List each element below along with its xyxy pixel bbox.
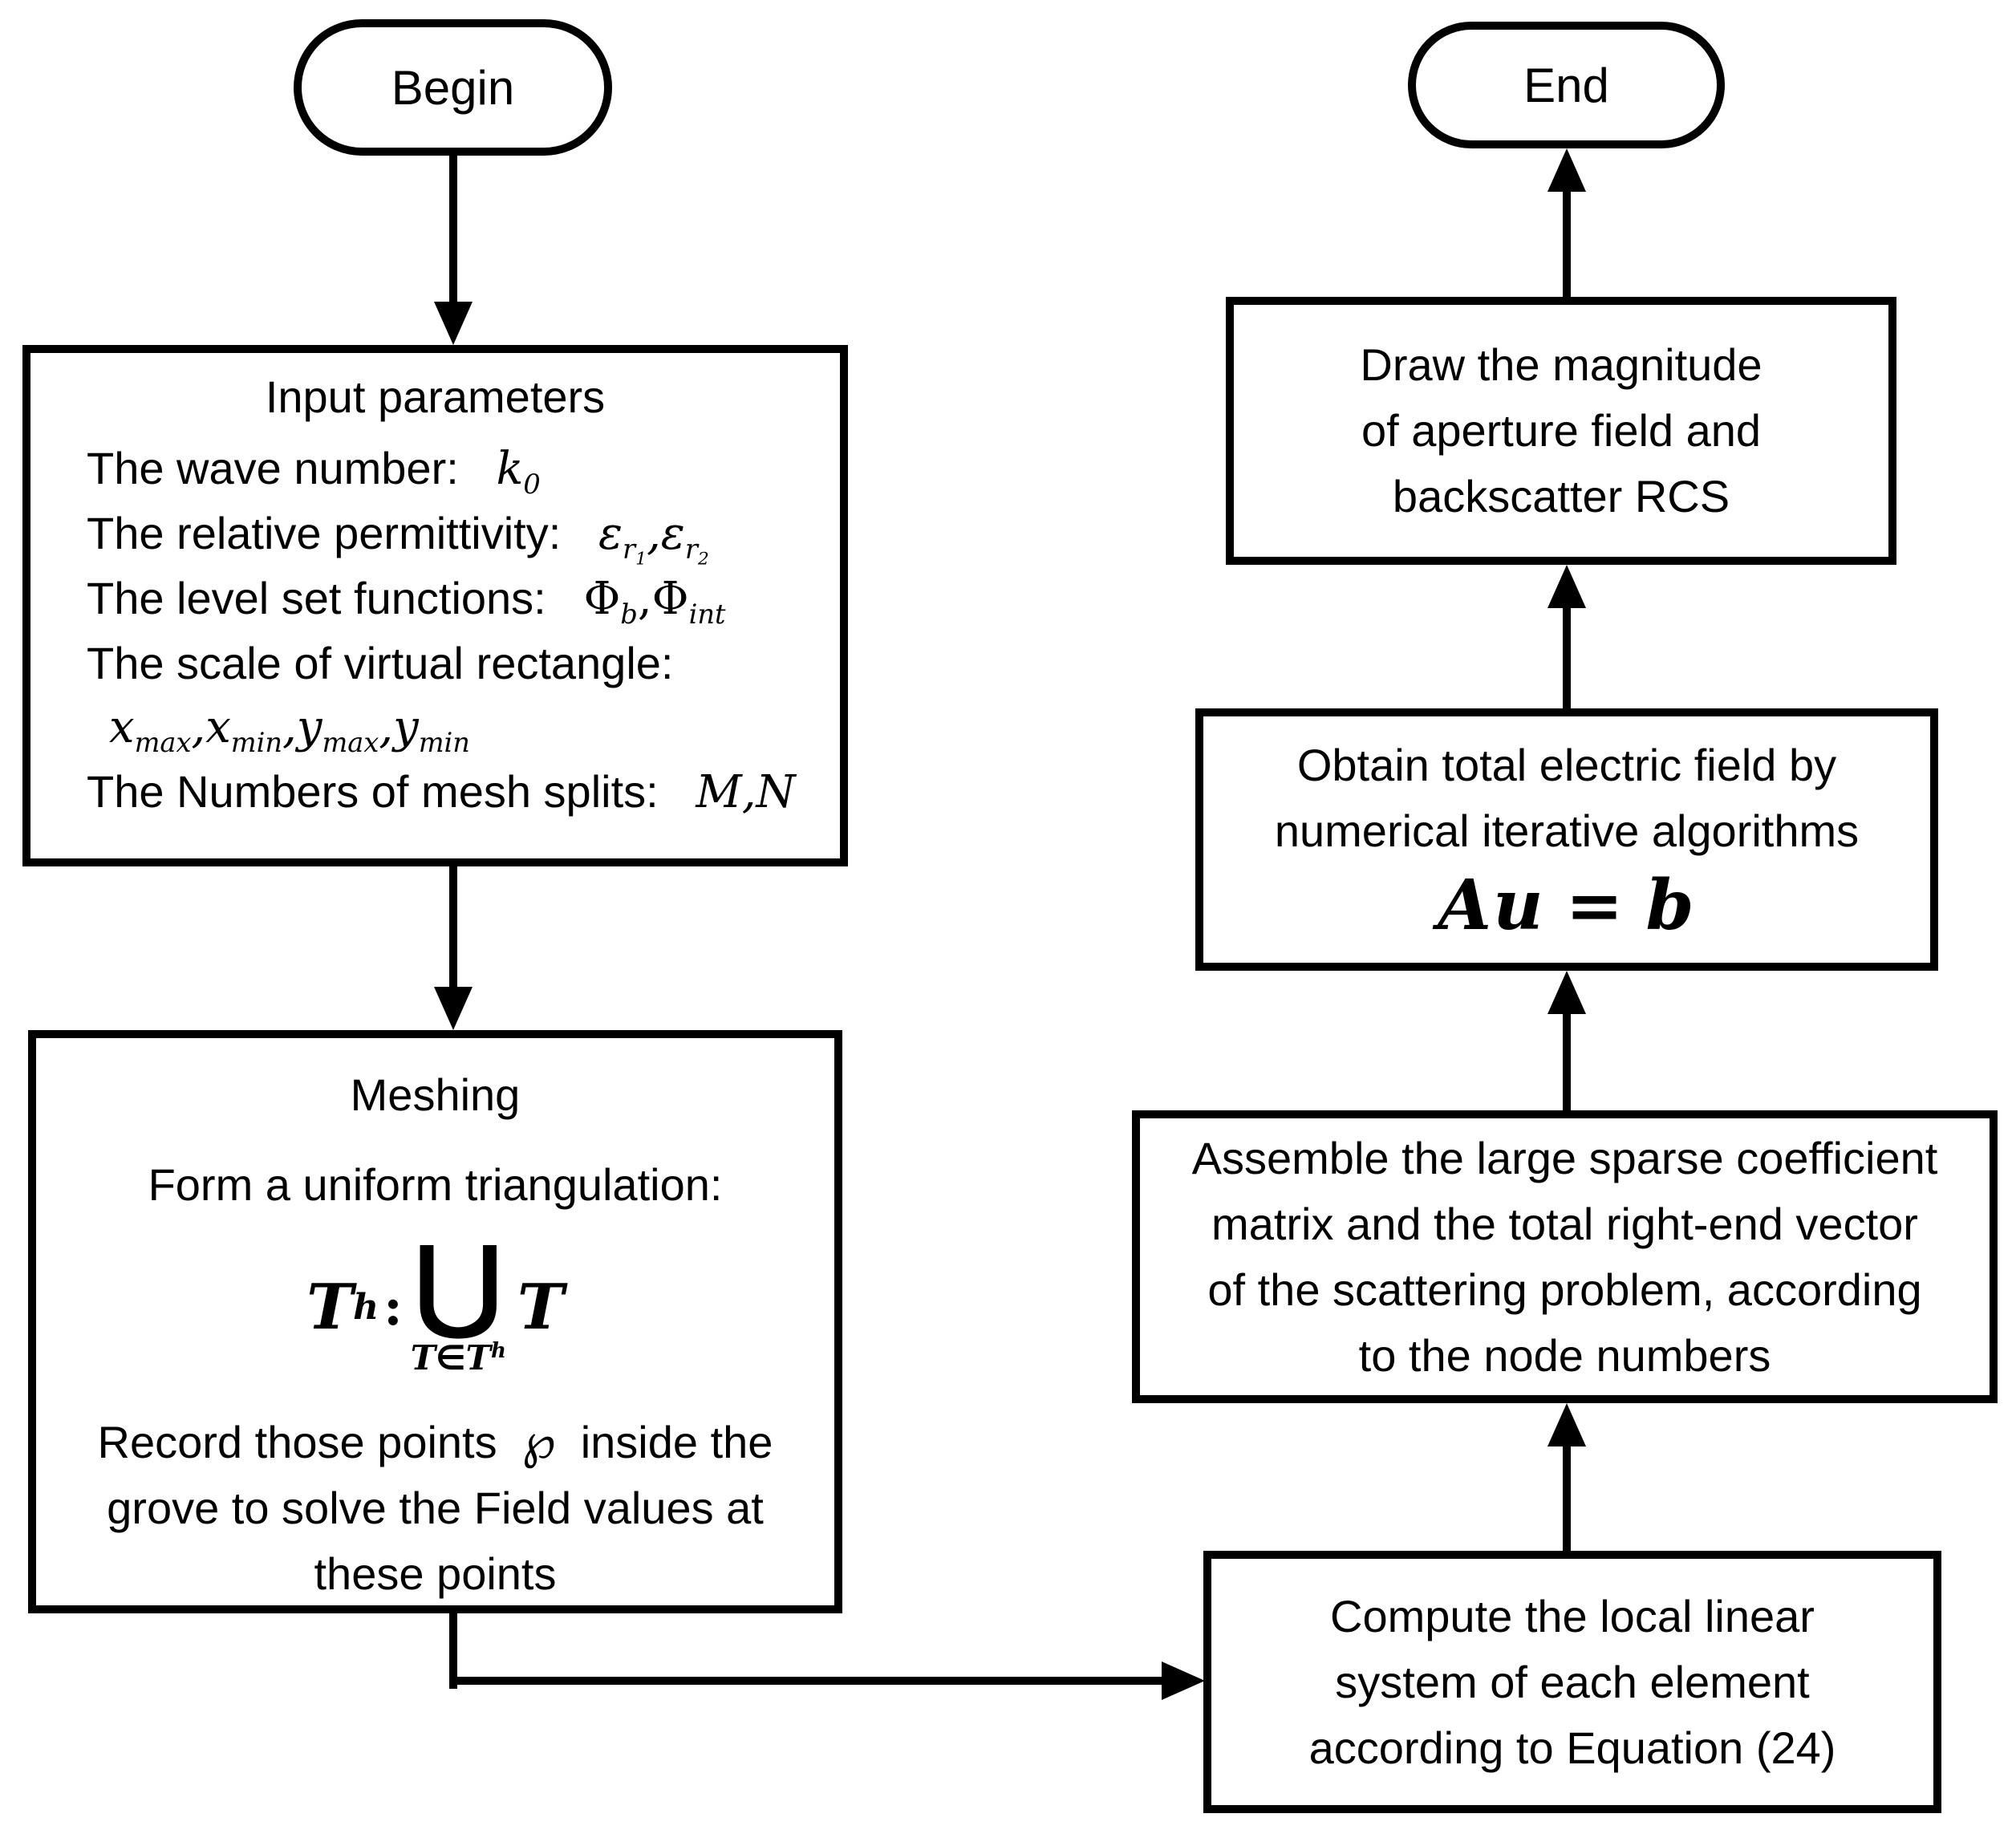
record-line-2: grove to solve the Field values at — [107, 1483, 764, 1533]
union-icon: ⋃ — [415, 1224, 502, 1344]
draw-line-1: Draw the magnitude — [1360, 339, 1762, 390]
record-line-3: these points — [314, 1548, 557, 1599]
record-points-text: Record those points ℘ inside the grove t… — [36, 1409, 834, 1607]
param-relative-permittivity: The relative permittivity: εr1,εr2 — [87, 508, 709, 570]
end-label: End — [1523, 58, 1609, 112]
compute-line-1: Compute the local linear — [1330, 1590, 1815, 1641]
arrowhead-down-icon — [434, 302, 473, 345]
arrowhead-up-icon — [1547, 148, 1586, 192]
draw-line-2: of aperture field and — [1361, 405, 1762, 456]
arrow-line — [449, 866, 457, 992]
union-subscript: T∈Th — [410, 1338, 506, 1377]
param-mesh-splits: The Numbers of mesh splits: M,N — [87, 766, 796, 818]
draw-box: Draw the magnitude of aperture field and… — [1226, 297, 1896, 565]
record-line-1: Record those points ℘ inside the — [97, 1414, 773, 1470]
input-parameters-box: Input parameters The wave number: k0 The… — [22, 345, 848, 866]
arrow-line — [1563, 1009, 1571, 1110]
symbol-m-n: M,N — [696, 766, 796, 818]
assemble-line-2: matrix and the total right-end vector — [1211, 1198, 1918, 1249]
script-p-symbol: ℘ — [521, 1414, 556, 1470]
arrowhead-up-icon — [1547, 971, 1586, 1014]
obtain-line-1: Obtain total electric field by — [1296, 739, 1837, 790]
obtain-box: Obtain total electric field by numerical… — [1195, 708, 1938, 971]
begin-label: Begin — [391, 60, 515, 115]
param-scale-of-rectangle: The scale of virtual rectangle: — [87, 638, 674, 688]
assemble-line-4: to the node numbers — [1358, 1329, 1771, 1381]
assemble-line-3: of the scattering problem, according — [1207, 1264, 1922, 1315]
assemble-line-1: Assemble the large sparse coefficient — [1191, 1132, 1938, 1183]
symbol-phi-b-int: Φb,Φint — [583, 573, 726, 631]
arrow-line — [449, 152, 457, 306]
meshing-title: Meshing — [350, 1069, 521, 1120]
compute-line-2: system of each element — [1335, 1656, 1810, 1707]
equation-au-b: Au = b — [1438, 864, 1696, 946]
arrowhead-up-icon — [1547, 1403, 1586, 1446]
param-wave-number: The wave number: k0 — [87, 443, 541, 501]
assemble-box: Assemble the large sparse coefficient ma… — [1132, 1110, 1998, 1403]
input-box-lines: The wave number: k0 The relative permitt… — [87, 436, 821, 825]
begin-terminator: Begin — [294, 19, 612, 156]
arrowhead-right-icon — [1162, 1662, 1205, 1700]
symbol-epsilon-r1-r2: εr1,εr2 — [598, 508, 709, 570]
obtain-line-2: numerical iterative algorithms — [1274, 805, 1860, 856]
connector-horizontal-line — [449, 1677, 1165, 1685]
meshing-subtitle: Form a uniform triangulation: — [148, 1159, 723, 1210]
arrowhead-down-icon — [434, 987, 473, 1030]
arrowhead-up-icon — [1547, 565, 1586, 608]
arrow-line — [1563, 187, 1571, 297]
compute-line-3: according to Equation (24) — [1308, 1722, 1836, 1773]
param-level-set-functions: The level set functions: Φb,Φint — [87, 573, 726, 631]
symbol-xy-max-min: xmax,xmin,ymax,ymin — [109, 701, 470, 759]
end-terminator: End — [1408, 22, 1725, 148]
symbol-k0: k0 — [496, 443, 541, 501]
arrow-line — [1563, 1442, 1571, 1551]
compute-box: Compute the local linear system of each … — [1203, 1551, 1941, 1813]
draw-line-3: backscatter RCS — [1392, 471, 1730, 521]
arrow-line — [1563, 603, 1571, 708]
union-operator: ⋃ T∈Th — [410, 1224, 506, 1377]
input-box-title: Input parameters — [265, 371, 606, 422]
connector-vertical-line — [449, 1613, 457, 1689]
